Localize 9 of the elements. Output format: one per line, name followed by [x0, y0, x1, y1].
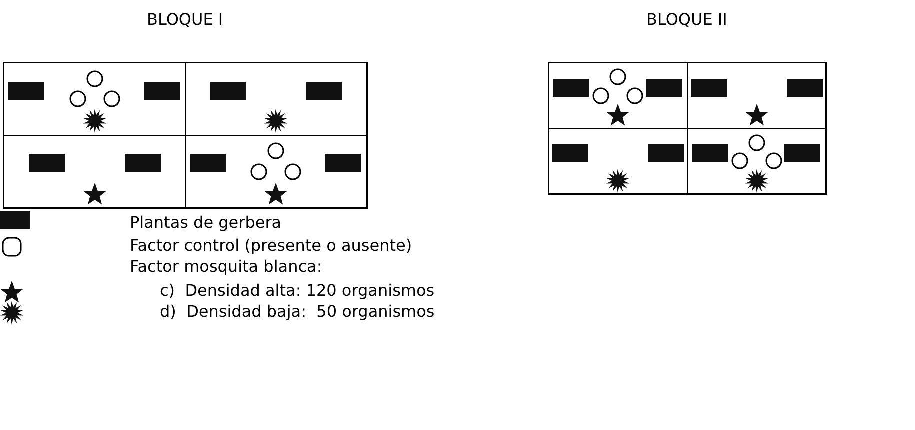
legend-text: Plantas de gerbera — [130, 213, 282, 232]
legend-text: c) Densidad alta: 120 organismos — [160, 281, 435, 300]
plot-cell — [184, 134, 367, 208]
legend-text: Factor mosquita blanca: — [130, 257, 322, 276]
legend-text: d) Densidad baja: 50 organismos — [160, 302, 435, 321]
block-heading: BLOQUE II — [646, 10, 728, 29]
block-heading: BLOQUE I — [147, 10, 224, 29]
legend-text: Factor control (presente o ausente) — [130, 236, 412, 255]
plot-cell — [686, 128, 826, 194]
